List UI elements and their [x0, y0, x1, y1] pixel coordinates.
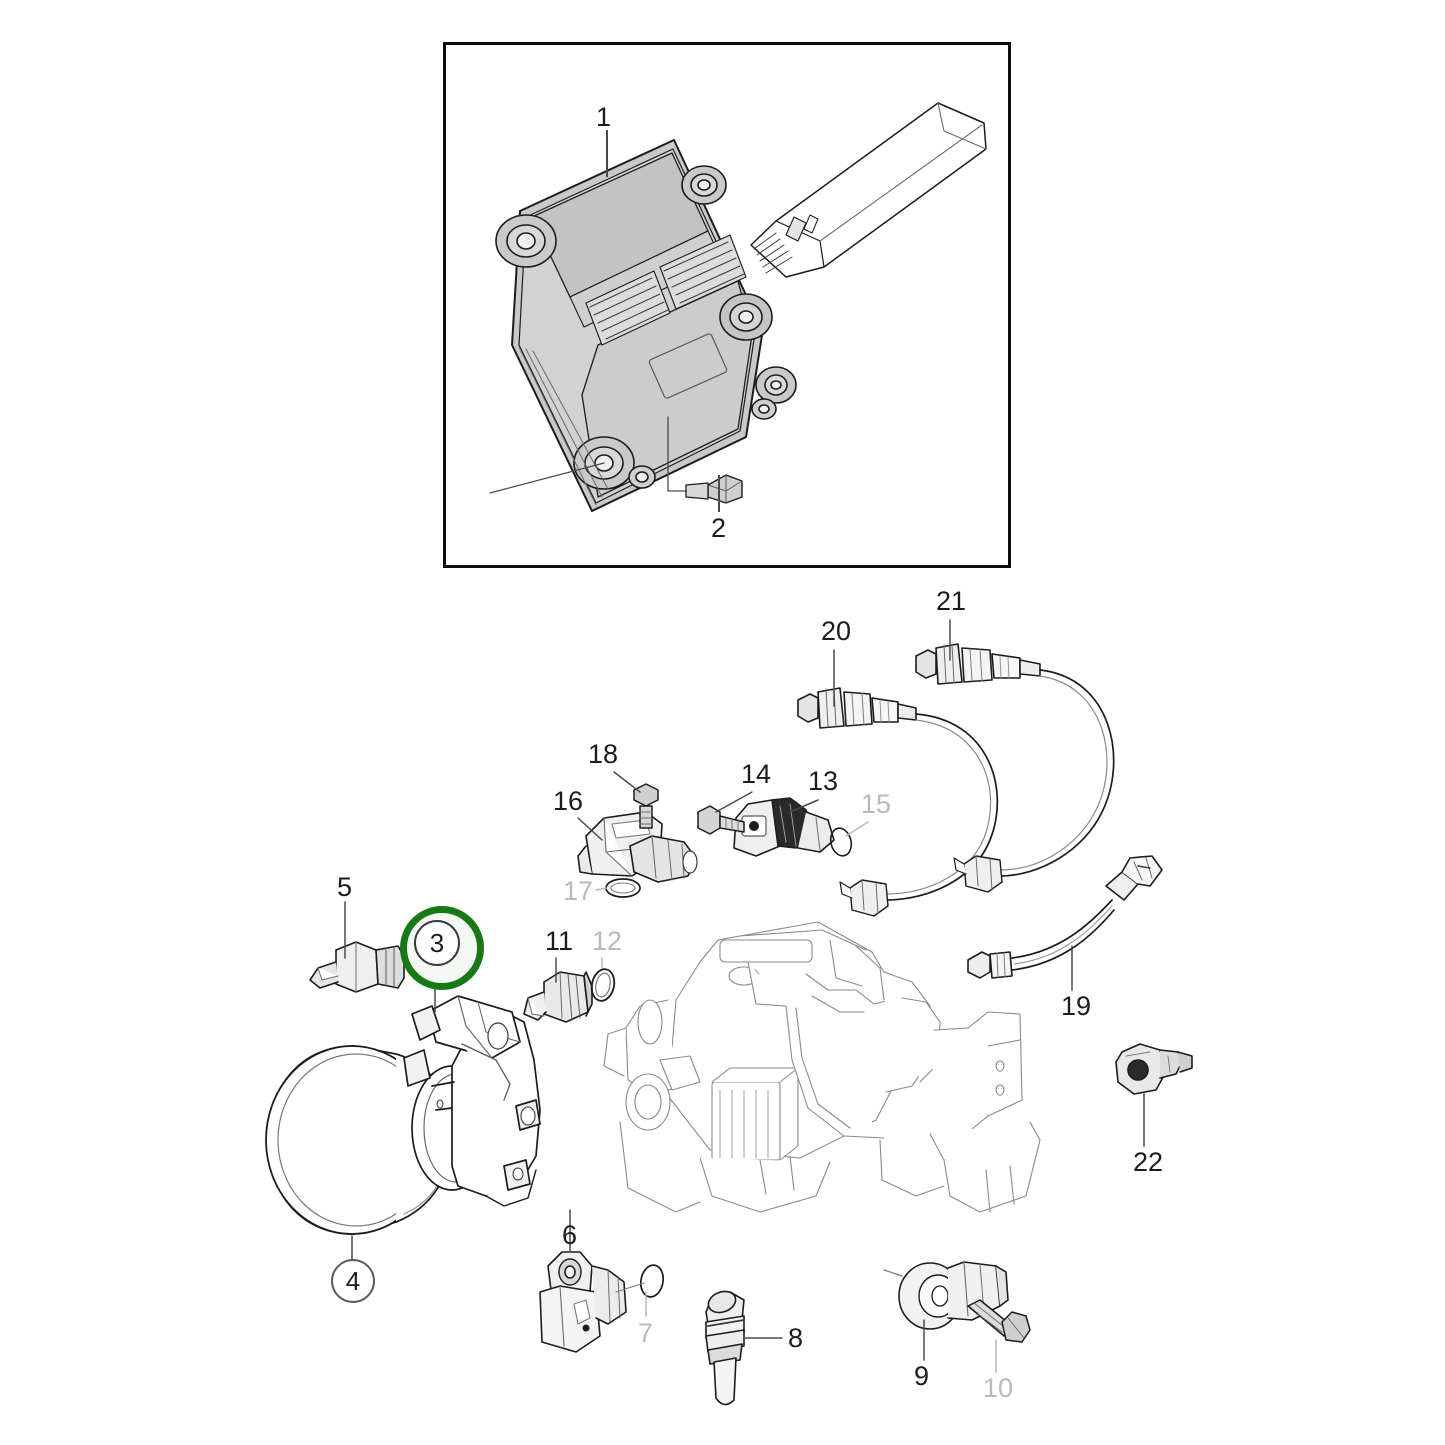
callout-2: 2 [711, 513, 727, 543]
part-14-camshaft-sensor-bolt [697, 805, 745, 835]
callout-14: 14 [741, 759, 772, 789]
part-6-camshaft-sensor-bracket [539, 1251, 627, 1353]
callout-3-highlight-ring [400, 906, 484, 990]
callout-4-label: 4 [345, 1265, 361, 1296]
ecu-module-artwork [489, 102, 987, 512]
callout-15: 15 [861, 789, 892, 819]
callout-22: 22 [1133, 1147, 1164, 1177]
part-11-coolant-temperature-sender [523, 971, 593, 1023]
callout-9: 9 [914, 1361, 930, 1391]
part-22-oil-pressure-sensor [1115, 1043, 1193, 1095]
callout-7: 7 [638, 1318, 654, 1348]
part-4-air-inlet-duct [265, 1045, 453, 1235]
part-12-sender-o-ring [590, 968, 616, 1002]
part-19-oxygen-sensor-jumper-harness [967, 855, 1163, 979]
callout-19: 19 [1061, 991, 1092, 1021]
callout-5: 5 [337, 872, 353, 902]
callout-3[interactable]: 3 [414, 920, 460, 966]
part-20-upstream-oxygen-sensor [797, 687, 999, 917]
callout-20: 20 [821, 616, 852, 646]
callout-16: 16 [553, 786, 584, 816]
callout-18: 18 [588, 739, 619, 769]
part-18-map-sensor-bolt [633, 783, 659, 829]
callout-3-label: 3 [429, 927, 445, 958]
callout-6: 6 [562, 1220, 578, 1250]
part-15-camshaft-sensor-o-ring [829, 827, 853, 857]
ecm-mounting-bolt [685, 474, 743, 504]
ecm-wiring-connector [750, 102, 987, 278]
leader-1 [606, 130, 608, 177]
callout-21: 21 [936, 586, 967, 616]
part-16-map-sensor [577, 811, 698, 883]
callout-1: 1 [596, 102, 612, 132]
ecu-module-inset [443, 42, 1011, 568]
part-21-downstream-oxygen-sensor [915, 643, 1115, 893]
leader-2 [718, 475, 720, 512]
engine-assembly-illustration [603, 921, 1041, 1213]
callout-13: 13 [808, 766, 839, 796]
callout-12: 12 [592, 926, 623, 956]
ecu-mounting-bosses [495, 165, 797, 490]
ecu-body [511, 139, 763, 512]
callout-8: 8 [788, 1323, 804, 1353]
callout-4[interactable]: 4 [331, 1259, 375, 1303]
callout-17: 17 [563, 876, 594, 906]
part-3-throttle-body [403, 995, 541, 1207]
callout-10: 10 [983, 1373, 1014, 1403]
callout-11: 11 [545, 926, 574, 956]
part-7-sensor-o-ring [639, 1264, 665, 1298]
part-10-knock-sensor-bolt [967, 1299, 1031, 1343]
part-8-engine-coolant-temperature-sensor [705, 1290, 745, 1406]
part-13-camshaft-position-sensor [733, 797, 835, 857]
part-17-map-o-ring [605, 878, 641, 898]
part-5-intake-air-temp-sensor [309, 941, 405, 993]
